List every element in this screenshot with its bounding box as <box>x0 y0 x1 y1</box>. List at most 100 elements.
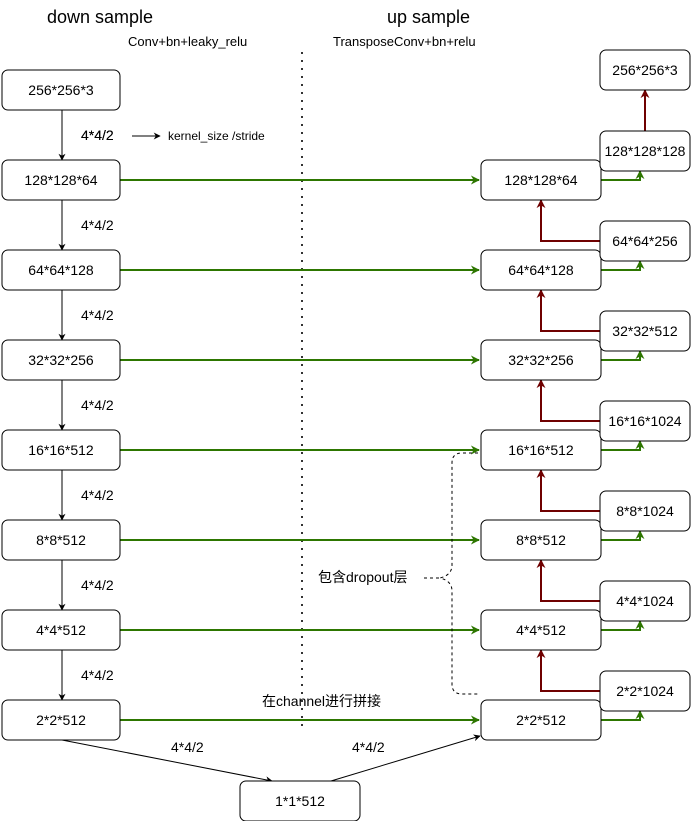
merge-arrow-2 <box>601 350 645 361</box>
bottleneck-node: 1*1*512 <box>239 780 361 821</box>
down-node-2-label: 64*64*128 <box>28 262 94 278</box>
down-node-0-frame <box>1 69 121 111</box>
concat-node-6-frame <box>599 580 691 622</box>
down-node-3-label: 32*32*256 <box>28 352 94 368</box>
down-node-1: 128*128*64 <box>1 159 121 201</box>
up-sample-title: up sample <box>387 7 470 27</box>
connectors <box>58 89 650 784</box>
concat-node-2-frame <box>599 220 691 262</box>
concat-node-6-label: 4*4*1024 <box>616 593 674 609</box>
concat-node-4-frame <box>599 400 691 442</box>
down-kernel-label-5: 4*4/2 <box>81 577 114 593</box>
bottleneck-node-label: 1*1*512 <box>275 793 325 809</box>
concat-node-0: 256*256*3 <box>599 49 691 91</box>
up-sample-subtitle: TransposeConv+bn+relu <box>333 34 476 49</box>
down-node-6: 4*4*512 <box>1 609 121 651</box>
up-node-5: 4*4*512 <box>480 609 602 651</box>
up-node-1-label: 64*64*128 <box>508 262 574 278</box>
down-node-2: 64*64*128 <box>1 249 121 291</box>
concat-annotation: 在channel进行拼接 <box>262 693 381 709</box>
dropout-bracket <box>439 452 478 695</box>
up-arrow-5 <box>536 469 600 512</box>
concat-node-7-label: 2*2*1024 <box>616 683 674 699</box>
concat-node-3-frame <box>599 310 691 352</box>
merge-arrow-6 <box>601 710 645 721</box>
up-arrow-3 <box>536 289 600 332</box>
bottleneck-node-frame <box>239 780 361 821</box>
merge-arrow-3 <box>601 440 645 451</box>
down-sample-subtitle: Conv+bn+leaky_relu <box>128 34 247 49</box>
up-node-0: 128*128*64 <box>480 159 602 201</box>
up-node-6-frame <box>480 699 602 741</box>
down-sample-title: down sample <box>47 7 153 27</box>
merge-arrow-4 <box>601 530 645 541</box>
up-node-2: 32*32*256 <box>480 339 602 381</box>
nodes: 256*256*3 128*128*64 64*64*128 32*32*256 16*… <box>1 49 691 821</box>
dropout-annotation: 包含dropout层 <box>318 569 407 585</box>
concat-node-7-frame <box>599 670 691 712</box>
up-node-5-label: 4*4*512 <box>516 622 566 638</box>
merge-arrow-5 <box>601 620 645 631</box>
legend-meaning-label: kernel_size /stride <box>168 129 265 143</box>
down-node-1-frame <box>1 159 121 201</box>
up-node-3: 16*16*512 <box>480 429 602 471</box>
concat-node-3-label: 32*32*512 <box>612 323 678 339</box>
merge-arrow-0 <box>601 170 645 181</box>
down-node-7-label: 2*2*512 <box>36 712 86 728</box>
down-node-5: 8*8*512 <box>1 519 121 561</box>
up-node-4-label: 8*8*512 <box>516 532 566 548</box>
up-node-4-frame <box>480 519 602 561</box>
concat-node-4-label: 16*16*1024 <box>608 413 681 429</box>
up-node-6: 2*2*512 <box>480 699 602 741</box>
kernel-labels: 4*4/2 4*4/2 4*4/2 4*4/2 4*4/2 4*4/2 4*4/2 4*4/2… <box>81 127 385 755</box>
bottleneck-in-label: 4*4/2 <box>171 739 204 755</box>
up-node-6-label: 2*2*512 <box>516 712 566 728</box>
up-node-5-frame <box>480 609 602 651</box>
up-node-0-label: 128*128*64 <box>504 172 577 188</box>
down-kernel-label-0: 4*4/2 <box>81 127 114 143</box>
merge-arrow-1 <box>601 260 645 271</box>
concat-node-5-frame <box>599 490 691 532</box>
up-node-3-label: 16*16*512 <box>508 442 574 458</box>
down-kernel-label-4: 4*4/2 <box>81 487 114 503</box>
concat-node-2: 64*64*256 <box>599 220 691 262</box>
down-node-1-label: 128*128*64 <box>24 172 97 188</box>
bottleneck-out-label: 4*4/2 <box>352 739 385 755</box>
concat-node-3: 32*32*512 <box>599 310 691 352</box>
down-node-4-label: 16*16*512 <box>28 442 94 458</box>
down-node-5-frame <box>1 519 121 561</box>
down-node-4: 16*16*512 <box>1 429 121 471</box>
down-node-2-frame <box>1 249 121 291</box>
concat-node-1-label: 128*128*128 <box>605 143 686 159</box>
down-node-0-label: 256*256*3 <box>28 82 94 98</box>
to-bottleneck-arrow <box>61 739 273 784</box>
concat-node-6: 4*4*1024 <box>599 580 691 622</box>
down-node-7: 2*2*512 <box>1 699 121 741</box>
concat-node-1-frame <box>599 130 691 172</box>
down-kernel-label-1: 4*4/2 <box>81 217 114 233</box>
from-bottleneck-arrow <box>330 734 481 782</box>
up-node-2-label: 32*32*256 <box>508 352 574 368</box>
up-node-0-frame <box>480 159 602 201</box>
up-arrow-7 <box>536 649 600 692</box>
down-kernel-label-6: 4*4/2 <box>81 667 114 683</box>
down-node-3-frame <box>1 339 121 381</box>
legend-example-label: 4*4/2 <box>81 127 114 143</box>
up-arrow-2 <box>536 199 600 242</box>
up-node-1-frame <box>480 249 602 291</box>
concat-node-7: 2*2*1024 <box>599 670 691 712</box>
up-arrow-4 <box>536 379 600 422</box>
up-node-1: 64*64*128 <box>480 249 602 291</box>
down-kernel-label-2: 4*4/2 <box>81 307 114 323</box>
concat-node-0-label: 256*256*3 <box>612 62 678 78</box>
up-node-2-frame <box>480 339 602 381</box>
concat-node-2-label: 64*64*256 <box>612 233 678 249</box>
up-node-4: 8*8*512 <box>480 519 602 561</box>
down-node-5-label: 8*8*512 <box>36 532 86 548</box>
down-node-4-frame <box>1 429 121 471</box>
down-node-0: 256*256*3 <box>1 69 121 111</box>
down-node-6-frame <box>1 609 121 651</box>
concat-node-4: 16*16*1024 <box>599 400 691 442</box>
up-node-3-frame <box>480 429 602 471</box>
